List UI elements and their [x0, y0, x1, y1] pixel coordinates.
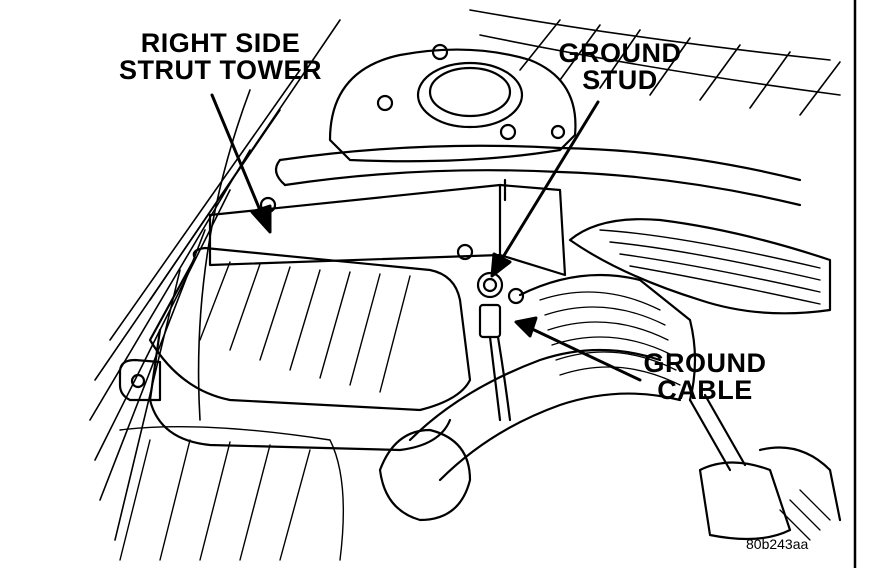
ground-stud-assembly	[476, 271, 525, 422]
ground-cable-leader	[528, 326, 642, 382]
intake-duct	[378, 273, 697, 522]
ground-cable-label-line2: CABLE	[657, 375, 753, 405]
strut-tower-arrowhead	[250, 204, 272, 234]
ground-stud-label-line1: GROUND	[558, 38, 682, 68]
hood-hatching	[469, 9, 841, 116]
resonator	[568, 218, 832, 315]
lower-right-components	[688, 393, 842, 541]
ground-cable-label: GROUND CABLE	[630, 350, 780, 404]
ground-cable-arrowhead	[514, 316, 538, 338]
strut-tower-leader	[210, 93, 264, 217]
mounting-bracket	[208, 178, 567, 277]
ground-cable-label-line1: GROUND	[643, 348, 767, 378]
strut-tower-label: RIGHT SIDE STRUT TOWER	[108, 30, 333, 84]
cowl-hose	[274, 144, 802, 207]
air-cleaner-box	[118, 246, 472, 452]
strut-tower-label-line2: STRUT TOWER	[119, 55, 322, 85]
figure-code: 80b243aa	[746, 536, 809, 552]
ground-stud-arrowhead	[490, 252, 512, 278]
ground-stud-label-line2: STUD	[582, 65, 658, 95]
strut-tower	[328, 43, 577, 163]
leader-arrows	[210, 93, 642, 382]
lower-body-hatching	[119, 425, 345, 561]
ground-stud-leader	[498, 100, 600, 264]
ground-stud-label: GROUND STUD	[545, 40, 695, 94]
fender-hatching	[89, 19, 341, 541]
strut-tower-label-line1: RIGHT SIDE	[140, 28, 301, 58]
